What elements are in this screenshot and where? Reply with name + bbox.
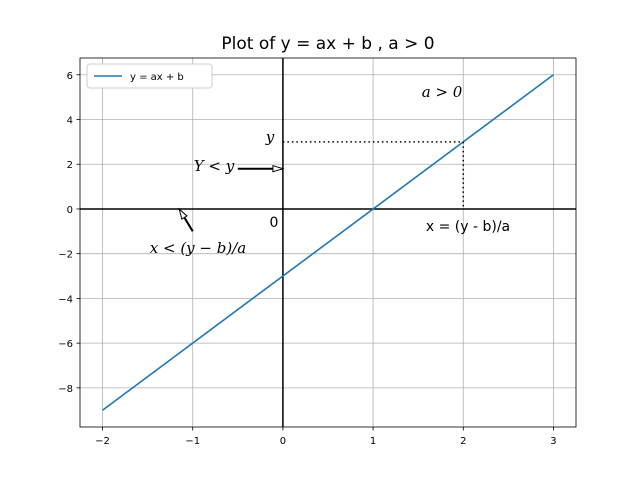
y-tick-label: −8 [58, 384, 73, 395]
annotation-x-formula: x = (y - b)/a [426, 219, 510, 235]
legend-label: y = ax + b [130, 72, 184, 83]
y-tick-label: 6 [67, 71, 73, 82]
annotation-y-less: Y < y [194, 157, 235, 175]
annotation-arrows [178, 165, 285, 232]
plot-frame [79, 57, 577, 428]
x-tick-label: 2 [460, 436, 466, 447]
x-tick-label: 0 [280, 436, 286, 447]
x-tick-label: −1 [185, 436, 200, 447]
reference-guides [282, 141, 465, 209]
annotation-y-label: y [265, 128, 275, 146]
annotation-a-positive: a > 0 [422, 83, 463, 101]
x-tick-label: −2 [95, 436, 110, 447]
y-tick-label: 4 [67, 116, 73, 127]
y-tick-label: −2 [58, 250, 73, 261]
annotation-x-less: x < (y − b)/a [150, 239, 246, 257]
legend: y = ax + b [86, 63, 213, 89]
x-tick-label: 3 [550, 436, 556, 447]
y-tick-label: −4 [58, 294, 73, 305]
tick-marks [76, 74, 554, 431]
x-tick-label: 1 [370, 436, 376, 447]
arrow-head [272, 165, 285, 173]
y-tick-label: −6 [58, 339, 73, 350]
series-line [102, 74, 554, 411]
annotation-origin: 0 [270, 215, 279, 231]
y-tick-label: 2 [67, 160, 73, 171]
arrow-head [178, 207, 188, 220]
series-layer [102, 74, 554, 411]
zero-axes [80, 58, 576, 427]
tick-labels: −2 −1 0 1 2 3 −8 −6 −4 −2 0 2 4 6 [58, 71, 556, 447]
y-tick-label: 0 [67, 205, 73, 216]
legend-box [86, 63, 213, 89]
chart-title: Plot of y = ax + b , a > 0 [221, 34, 434, 54]
